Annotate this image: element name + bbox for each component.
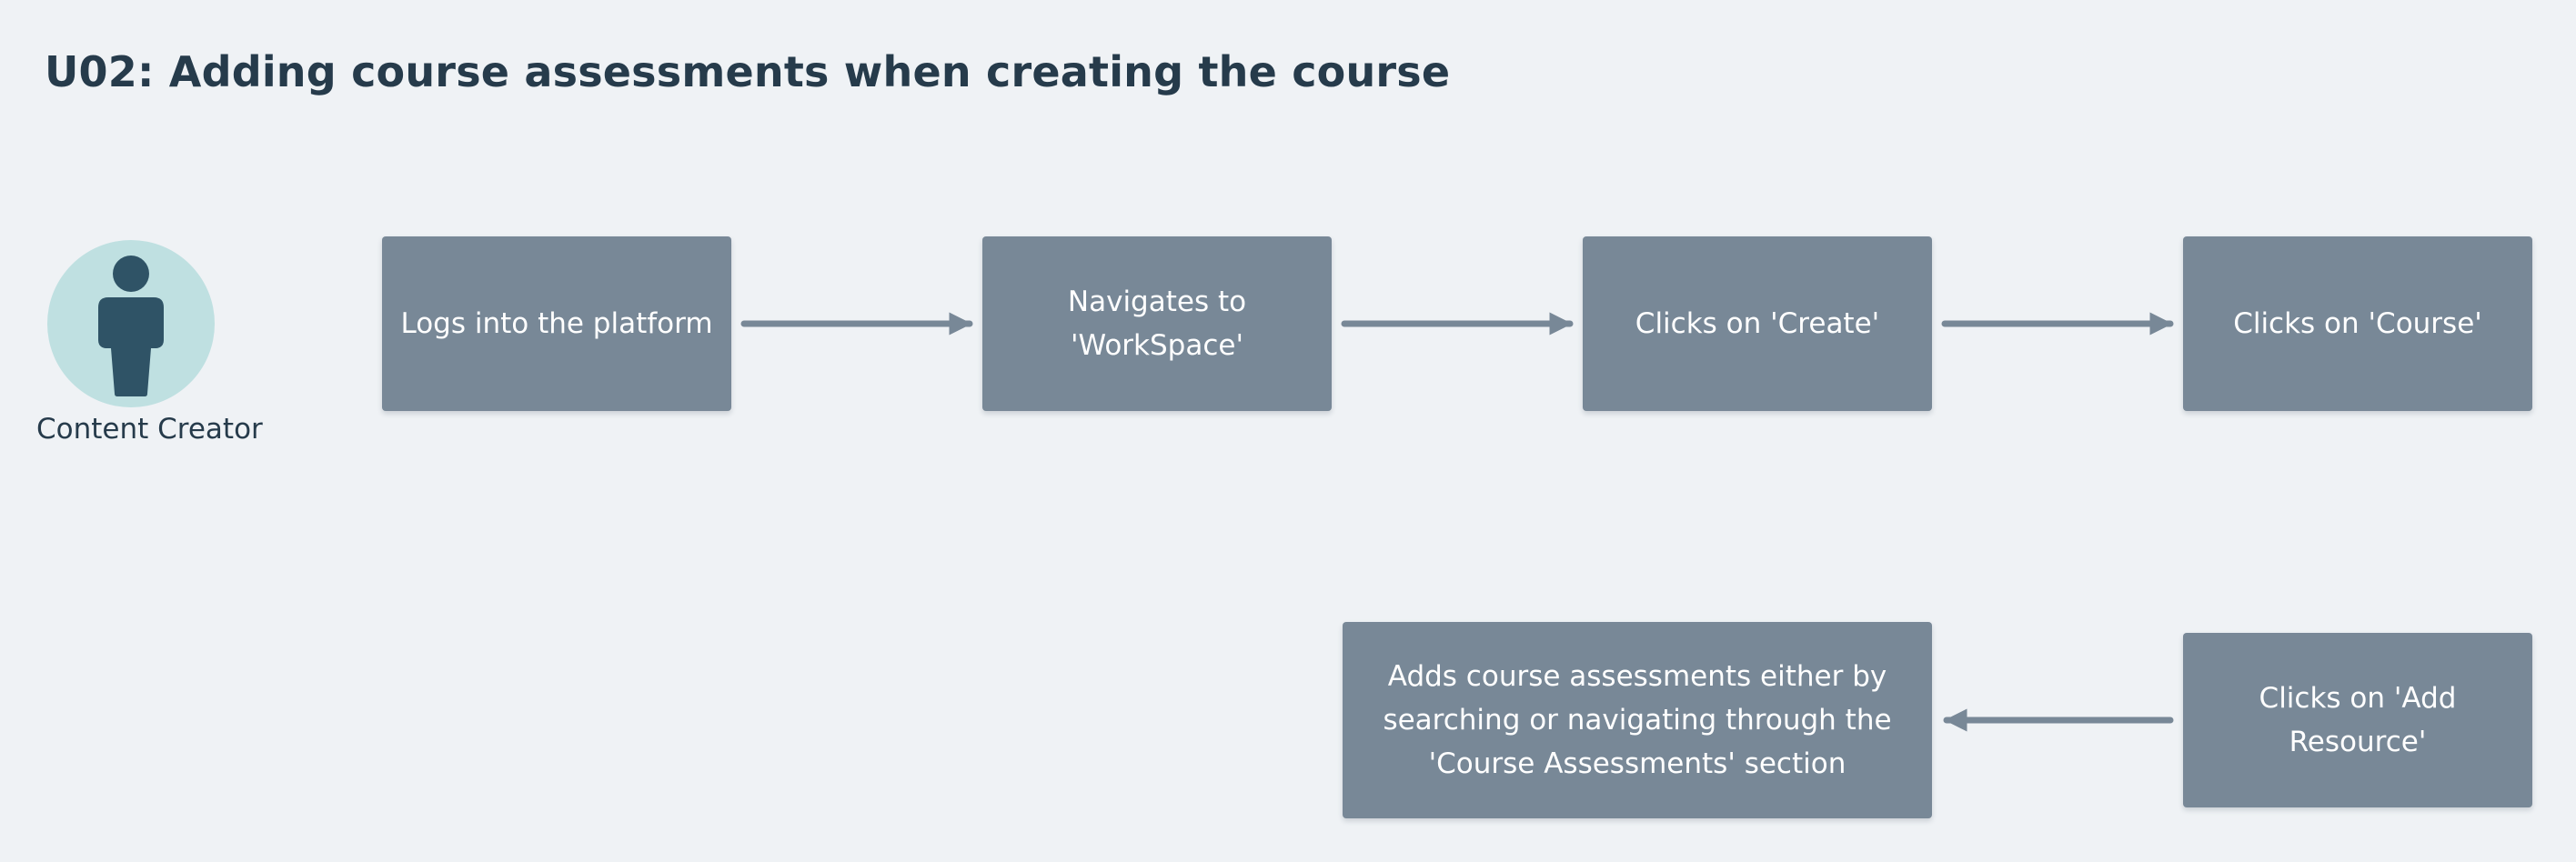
person-icon: [47, 240, 215, 407]
step-box-course: Clicks on 'Course': [2183, 236, 2532, 411]
step-box-add-resource: Clicks on 'Add Resource': [2183, 633, 2532, 807]
actor-content-creator: Content Creator: [36, 238, 273, 456]
actor-label: Content Creator: [36, 413, 263, 446]
step-box-workspace: Navigates to 'WorkSpace': [982, 236, 1332, 411]
step-box-create: Clicks on 'Create': [1583, 236, 1932, 411]
step-box-login: Logs into the platform: [382, 236, 731, 411]
step-box-add-assessments: Adds course assessments either by search…: [1343, 622, 1932, 818]
diagram-title: U02: Adding course assessments when crea…: [45, 47, 1451, 96]
